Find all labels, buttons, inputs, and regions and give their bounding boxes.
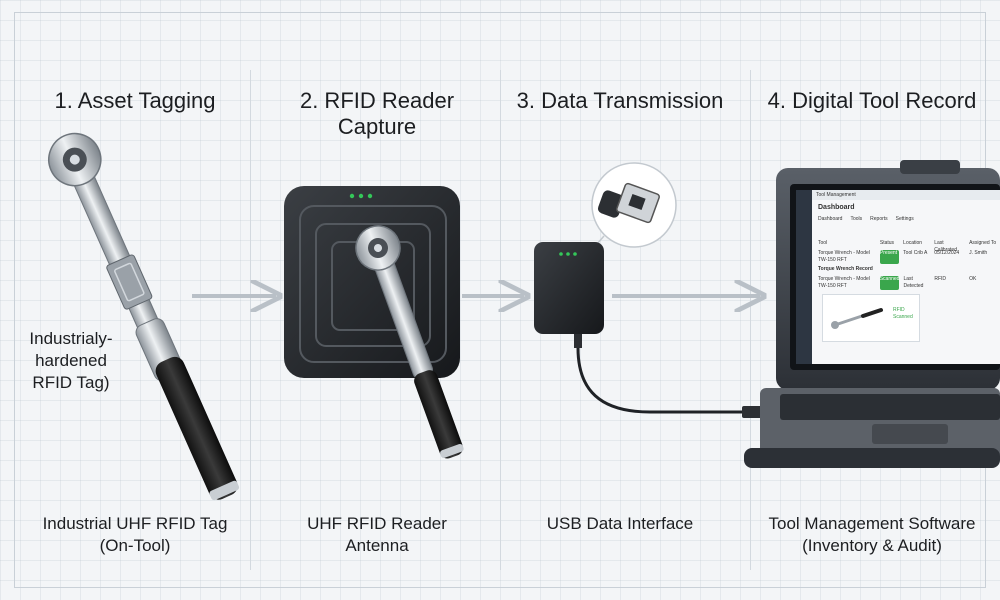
app-title: Tool Management [816,192,856,198]
column-divider [250,70,251,570]
column-divider [500,70,501,570]
status-badge: Scanned [879,276,900,290]
torque-wrench-on-reader [355,225,464,459]
table-cell: Last Detected [903,276,924,289]
tool-image-card: RFID Scanned [822,294,920,342]
tab-settings[interactable]: Settings [895,216,914,222]
table-cell: OK [969,276,977,282]
wrench-thumbnail-icon [831,308,883,329]
column-header: Last Calibrated [934,240,957,253]
table-row[interactable]: Torque Wrench - Model TW-150 RFT Present… [818,250,998,264]
table-cell: Tool Crib A [903,250,928,256]
table-cell: Torque Wrench - Model TW-150 RFT [818,250,870,263]
column-header: Tool [818,240,828,246]
step-2-title: 2. RFID Reader Capture [299,88,455,139]
step-3-title: 3. Data Transmission [516,88,724,113]
step-2-caption: UHF RFID Reader Antenna [307,514,447,555]
usb-interface-module [534,162,764,418]
step-1-title: 1. Asset Tagging [54,88,216,113]
column-header: Status [879,240,895,246]
rfid-scanned-badge: RFID Scanned [893,307,913,320]
screen-tabs: Dashboard Tools Reports Settings [818,216,914,223]
step-1-caption: Industrial UHF RFID Tag (On-Tool) [42,514,228,555]
table-header: Tool Status Location Last Calibrated Ass… [818,240,998,254]
torque-wrench-tagged [48,132,240,501]
column-header: Location [903,240,923,246]
table-cell: 05/12/2024 [934,250,960,256]
column-divider [750,70,751,570]
tab-dashboard[interactable]: Dashboard [818,216,843,222]
column-header: Assigned To [969,240,997,246]
tag-callout: Industrialy- hardened RFID Tag) [29,329,113,392]
detail-header: Torque Wrench Record [818,266,873,272]
step-4-title: 4. Digital Tool Record [767,88,977,113]
table-row[interactable]: Torque Wrench - Model TW-150 RFT Scanned… [818,276,998,290]
step-4-caption: Tool Management Software (Inventory & Au… [768,514,976,555]
table-cell: J. Smith [969,250,988,256]
table-cell: RFID [934,276,947,282]
table-cell: Torque Wrench - Model TW-150 RFT [818,276,870,289]
tab-tools[interactable]: Tools [850,216,863,222]
tab-reports[interactable]: Reports [870,216,888,222]
rfid-reader-antenna [284,186,460,378]
step-3-caption: USB Data Interface [546,514,694,533]
status-badge: Present [879,250,900,264]
laptop-screen: Tool Management Dashboard Dashboard Tool… [812,190,1000,364]
dashboard-title: Dashboard [818,204,855,211]
